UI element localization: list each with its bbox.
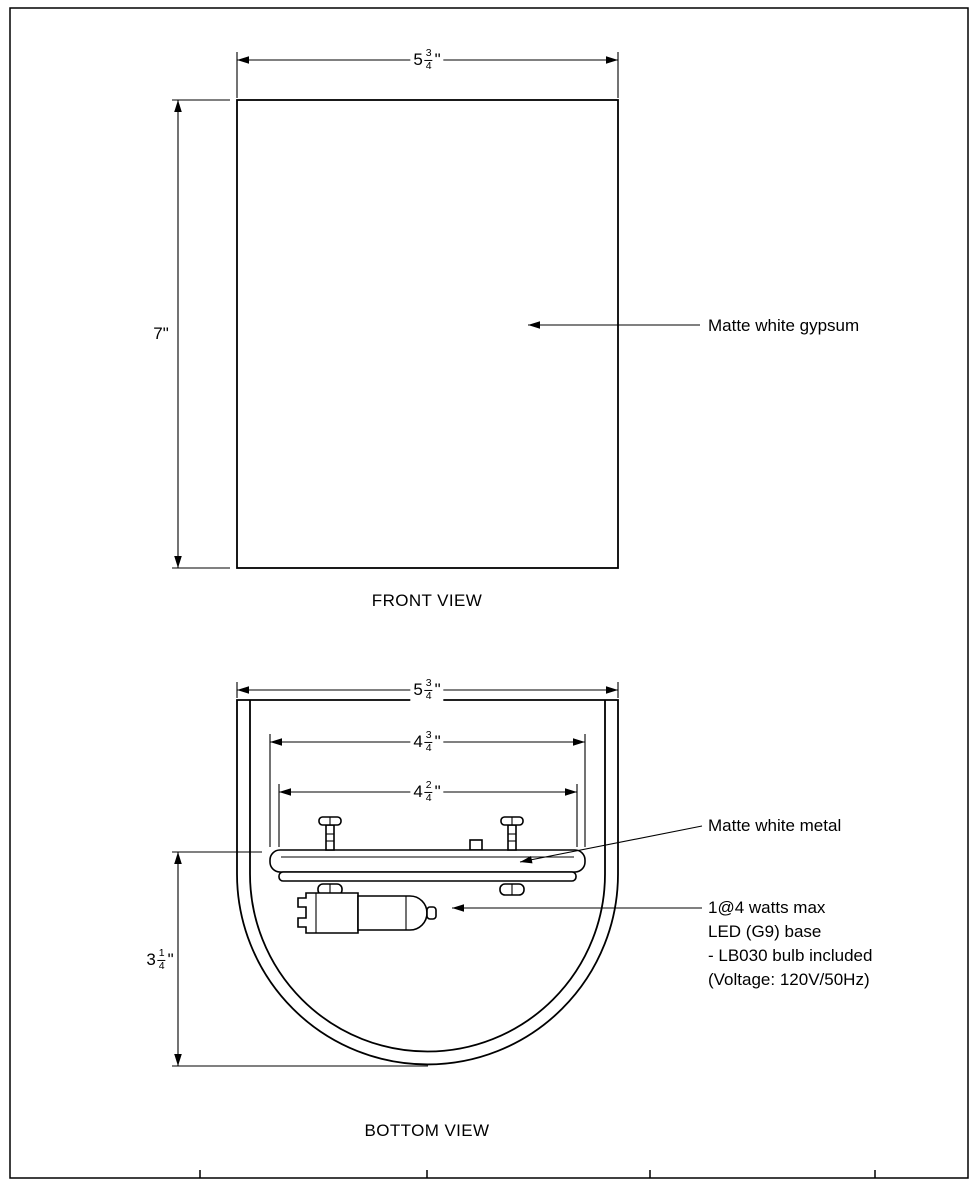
plate-tab — [469, 839, 483, 851]
dim-whole: 4 — [413, 732, 423, 751]
arrowhead — [606, 56, 618, 64]
bottom-inner-width-dim — [269, 734, 586, 847]
metal-note: Matte white metal — [708, 816, 842, 835]
dim-unit: " — [434, 680, 441, 699]
bottom-view-geometry — [172, 682, 703, 1067]
arrowhead — [573, 738, 585, 746]
gypsum-note: Matte white gypsum — [708, 316, 860, 335]
metal-leader — [519, 825, 703, 864]
leader-line — [519, 825, 703, 863]
mounting-plate — [269, 839, 586, 882]
front-outline — [236, 99, 619, 569]
dim-whole: 4 — [413, 782, 423, 801]
bottom-view-title: BOTTOM VIEW — [364, 1121, 490, 1140]
front-view-geometry — [172, 52, 700, 569]
lamp-note: 1@4 watts max LED (G9) base - LB030 bulb… — [708, 896, 872, 992]
arrowhead — [528, 321, 540, 329]
lamp-note-line: - LB030 bulb included — [708, 946, 873, 965]
arrowhead — [606, 686, 618, 694]
front-height-dimension-label: 7" — [150, 324, 172, 344]
arrowhead — [520, 856, 533, 864]
top-screw-right — [500, 816, 524, 851]
plate-bar — [269, 849, 586, 873]
socket-body — [297, 892, 359, 934]
arrowhead — [452, 904, 464, 912]
arrowhead — [279, 788, 291, 796]
lamp-note-line: (Voltage: 120V/50Hz) — [708, 970, 870, 989]
arrowhead — [237, 686, 249, 694]
bottom-screw-right — [499, 883, 525, 896]
sheet-border — [9, 7, 969, 1179]
screw-stem — [507, 824, 517, 851]
dim-value: 7" — [153, 324, 169, 343]
dim-unit: " — [167, 950, 174, 969]
arrowhead — [174, 852, 182, 864]
arrowhead — [174, 100, 182, 112]
bulb-capsule — [357, 895, 428, 931]
fold-marks — [199, 1170, 876, 1178]
screw-stem — [325, 824, 335, 851]
dim-whole: 3 — [146, 950, 156, 969]
front-height-dim — [172, 99, 230, 569]
dim-whole: 5 — [413, 50, 423, 69]
dim-unit: " — [434, 732, 441, 751]
gypsum-leader — [528, 321, 700, 329]
bottom-depth-dim — [172, 851, 428, 1067]
lamp-leader — [452, 904, 702, 912]
arrowhead — [237, 56, 249, 64]
arrowhead — [565, 788, 577, 796]
arrowhead — [270, 738, 282, 746]
dim-unit: " — [434, 782, 441, 801]
lamp-assembly — [297, 892, 437, 934]
bulb-tip — [426, 906, 437, 920]
front-view-title: FRONT VIEW — [371, 591, 483, 610]
lamp-note-line: LED (G9) base — [708, 922, 822, 941]
dim-whole: 5 — [413, 680, 423, 699]
arrowhead — [174, 556, 182, 568]
outer-profile — [236, 699, 619, 1066]
arrowhead — [174, 1054, 182, 1066]
lamp-note-line: 1@4 watts max — [708, 898, 826, 917]
plate-lower-bar — [278, 871, 577, 882]
dim-unit: " — [434, 50, 441, 69]
inner-profile — [249, 700, 606, 1053]
top-screw-left — [318, 816, 342, 851]
